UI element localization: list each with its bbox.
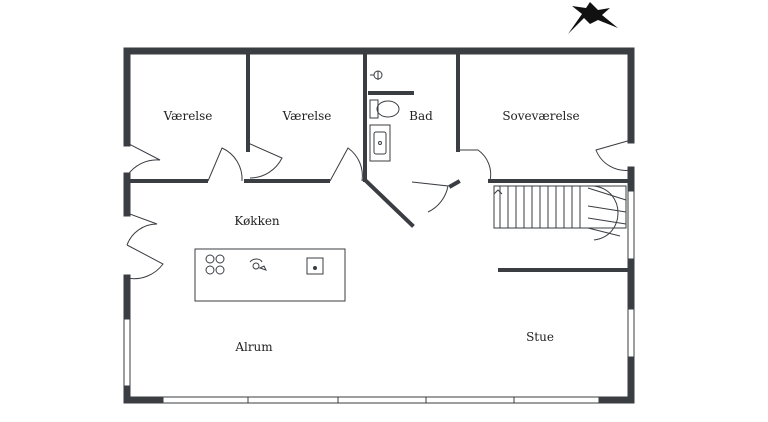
cooktop-icon [205, 254, 225, 275]
sink-icon [369, 124, 391, 162]
faucet-icon [249, 258, 267, 271]
room-label-vaerelse-1: Værelse [163, 109, 213, 123]
room-label-alrum: Alrum [234, 340, 273, 354]
door-left-kitchen-a [126, 212, 158, 246]
room-label-kokken: Køkken [234, 214, 280, 228]
kitchen-sink-icon [306, 257, 324, 275]
door-corridor [329, 147, 363, 182]
exterior-walls [123, 47, 635, 404]
room-label-vaerelse-2: Værelse [282, 109, 332, 123]
door-vaerelse-2 [247, 142, 283, 179]
room-label-bad: Bad [409, 109, 433, 123]
door-left-kitchen-b [126, 244, 164, 280]
door-left-upper [126, 142, 161, 177]
north-arrow-icon [568, 2, 618, 34]
door-vaerelse-1 [207, 147, 243, 182]
door-bad [411, 181, 449, 213]
staircase [493, 185, 627, 241]
toilet-icon [369, 99, 400, 119]
kitchen-island [194, 248, 346, 302]
door-sovevaerelse [458, 149, 492, 182]
shower-icon [370, 70, 383, 80]
bathroom-fixtures [369, 70, 400, 162]
windows [123, 187, 635, 404]
door-right-upper [595, 139, 632, 171]
room-label-stue: Stue [526, 330, 554, 344]
interior-walls [129, 49, 630, 272]
room-label-sovevaerelse: Soveværelse [502, 109, 579, 123]
doors [126, 139, 632, 280]
